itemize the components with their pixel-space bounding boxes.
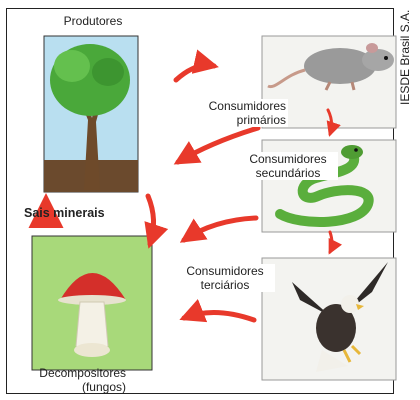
arrow-eagle-to-mushroom [179, 298, 257, 323]
arrow-snake-to-eagle [328, 230, 343, 255]
label-minerals: Sais minerais [24, 206, 105, 220]
tree-panel [43, 35, 139, 193]
eagle-panel [261, 257, 397, 381]
label-tertiary-line1: Consumidores [186, 264, 264, 278]
label-primary-line1: Consumidores [208, 99, 286, 113]
mushroom-panel [31, 235, 153, 371]
label-producers: Produtores [63, 14, 123, 28]
label-decomposers-line1: Decompositores [39, 366, 126, 380]
label-tertiary-consumers: Consumidores terciários [175, 264, 275, 292]
arrow-rat-to-snake [326, 108, 341, 137]
label-tertiary-line2: terciários [200, 278, 250, 292]
rat-panel [261, 35, 397, 129]
label-primary-line2: primários [236, 113, 286, 127]
label-decomposers: Decompositores (fungos) [10, 366, 126, 394]
label-secondary-line1: Consumidores [249, 152, 327, 166]
image-credit: IESDE Brasil S.A. [398, 10, 412, 106]
label-decomposers-line2: (fungos) [81, 380, 126, 394]
flow-arrows [28, 49, 343, 323]
arrow-snake-to-mushroom [179, 215, 259, 243]
label-secondary-line2: secundários [255, 166, 321, 180]
arrow-rat-to-mushroom [173, 125, 261, 165]
label-secondary-consumers: Consumidores secundários [238, 152, 338, 180]
arrow-tree-to-mushroom [144, 193, 169, 249]
arrow-tree-to-rat [173, 49, 219, 83]
label-primary-consumers: Consumidores primários [186, 99, 288, 127]
